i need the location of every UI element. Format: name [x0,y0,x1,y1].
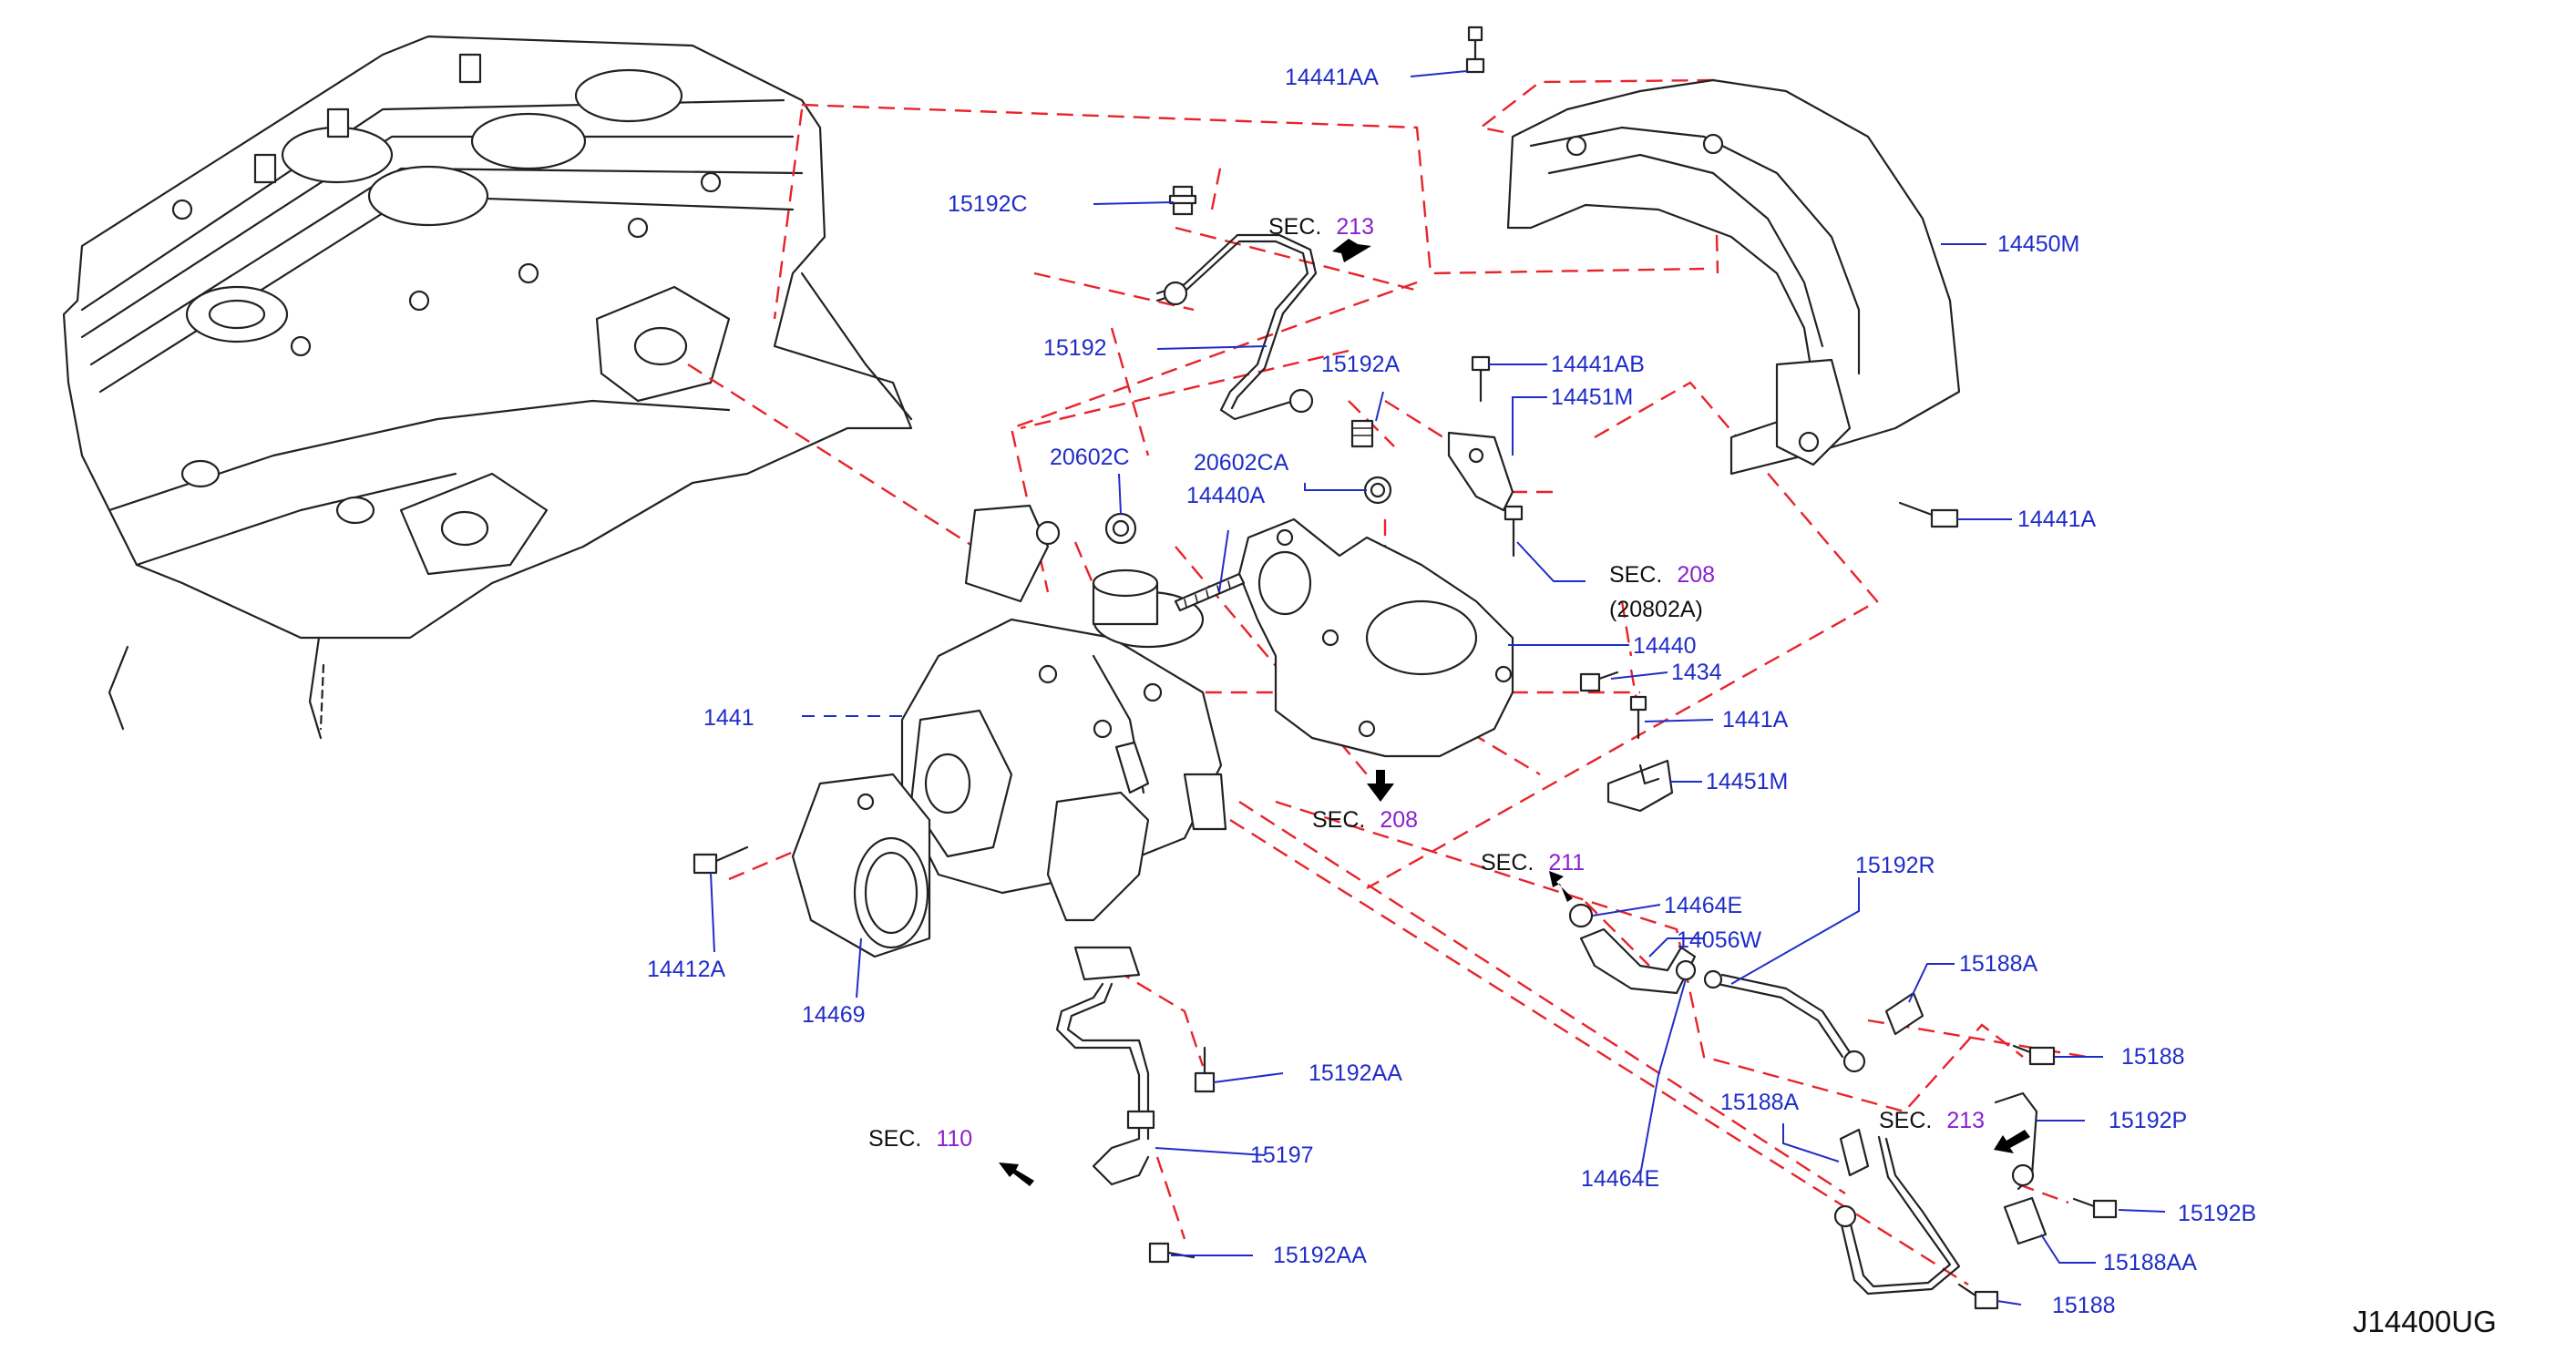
label-14056W: 14056W [1677,927,1762,953]
heat-shield-14450M [1506,78,1961,476]
bolt-14441AB [1471,355,1491,403]
bolt-14441AA [1465,26,1485,74]
label-1434: 1434 [1671,660,1722,685]
sec-208-bottom: SEC.208 [1312,807,1418,833]
label-15188A-top: 15188A [1959,951,2038,977]
label-15192C: 15192C [948,191,1028,217]
turbocharger-assembly [900,504,1227,922]
bolt-1434 [1579,671,1619,692]
label-15192AA-bottom: 15192AA [1273,1243,1367,1268]
bolt-14441A [1898,501,1959,528]
sec-208-right-sub: (20802A) [1609,597,1703,622]
bolt-14412A [693,845,749,875]
label-14440A: 14440A [1186,483,1266,508]
nut-20602C [1104,512,1137,545]
label-20602CA: 20602CA [1194,450,1289,476]
bracket-14451M-bottom [1606,759,1674,813]
diagram-code: J14400UG [2353,1305,2497,1338]
oil-feed-pipe-15192 [1155,233,1318,421]
sec-213-bottom: SEC.213 [1879,1108,1985,1133]
bolt-15192B [2072,1197,2118,1219]
label-20602C: 20602C [1050,445,1130,470]
label-1441A: 1441A [1722,707,1789,732]
label-14441: 1441 [703,705,754,731]
oil-return-pipe-15197 [1055,946,1155,1186]
bolt-15192AA-top [1194,1046,1216,1093]
label-15188A-bottom: 15188A [1720,1090,1800,1115]
label-14441A: 14441A [2017,507,2097,532]
label-14450M: 14450M [1997,231,2079,257]
inlet-pipe-14469 [791,773,931,958]
exhaust-outlet-14440 [1237,517,1514,758]
label-14464E-top: 14464E [1664,893,1742,918]
bolts [693,26,2118,1310]
label-14464E-bottom: 14464E [1581,1166,1659,1192]
section-references: SEC.213 SEC.208 (20802A) SEC.208 SEC.211… [868,214,1985,1152]
bracket-14451M-top [1447,431,1514,512]
label-15188AA: 15188AA [2103,1250,2197,1275]
sec-211: SEC.211 [1481,850,1585,876]
arrow-sec-213-bottom [1994,1130,2030,1153]
label-14440: 14440 [1633,633,1697,659]
bolt-20802A [1504,505,1524,558]
label-14412A: 14412A [647,957,726,982]
label-15192: 15192 [1043,335,1107,361]
label-15188-bottom: 15188 [2052,1293,2116,1318]
bolt-1441A [1629,695,1647,740]
label-15192B: 15192B [2178,1201,2256,1226]
label-14441AA: 14441AA [1285,65,1379,90]
engine-cylinder-head [62,35,913,740]
part-labels: 14441AA 15192C 14450M 15192 15192A 14441… [647,65,2256,1318]
sec-208-right: SEC.208 [1609,562,1715,588]
label-15188-top: 15188 [2121,1044,2185,1070]
bolt-15188-top [2012,1044,2056,1066]
arrow-sec-211 [1549,871,1573,902]
arrow-sec-208-bottom [1367,770,1394,802]
bolt-15192C [1168,185,1197,216]
arrow-sec-213-top [1332,239,1371,262]
bolt-15192AA-bottom [1148,1242,1196,1264]
stud-14440A [1174,572,1246,612]
label-15192AA-top: 15192AA [1309,1060,1402,1086]
sec-110: SEC.110 [868,1126,972,1152]
label-15192R: 15192R [1855,853,1935,878]
label-15197: 15197 [1250,1142,1314,1168]
oil-pipe-15192P [1833,1091,2047,1296]
arrow-sec-110 [999,1163,1034,1186]
label-15192A: 15192A [1321,352,1401,377]
label-14451M-top: 14451M [1551,384,1633,410]
sec-213-top: SEC.213 [1268,214,1374,240]
bolt-15188-bottom [1957,1283,1999,1310]
label-14441AB: 14441AB [1551,352,1645,377]
section-arrows [999,239,2030,1186]
clamp-14464E-top [1568,903,1594,928]
label-14469: 14469 [802,1002,866,1028]
nut-20602CA [1363,476,1392,505]
label-14451M-bottom: 14451M [1706,769,1788,794]
label-leaders [710,70,2166,1306]
label-15192P: 15192P [2109,1108,2187,1133]
bolt-15192A [1350,419,1374,448]
